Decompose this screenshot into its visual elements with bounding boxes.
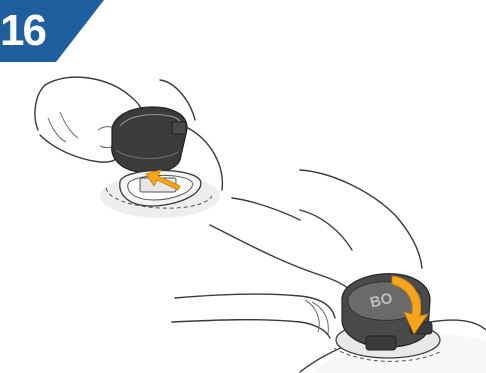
upper-dial <box>112 107 187 173</box>
